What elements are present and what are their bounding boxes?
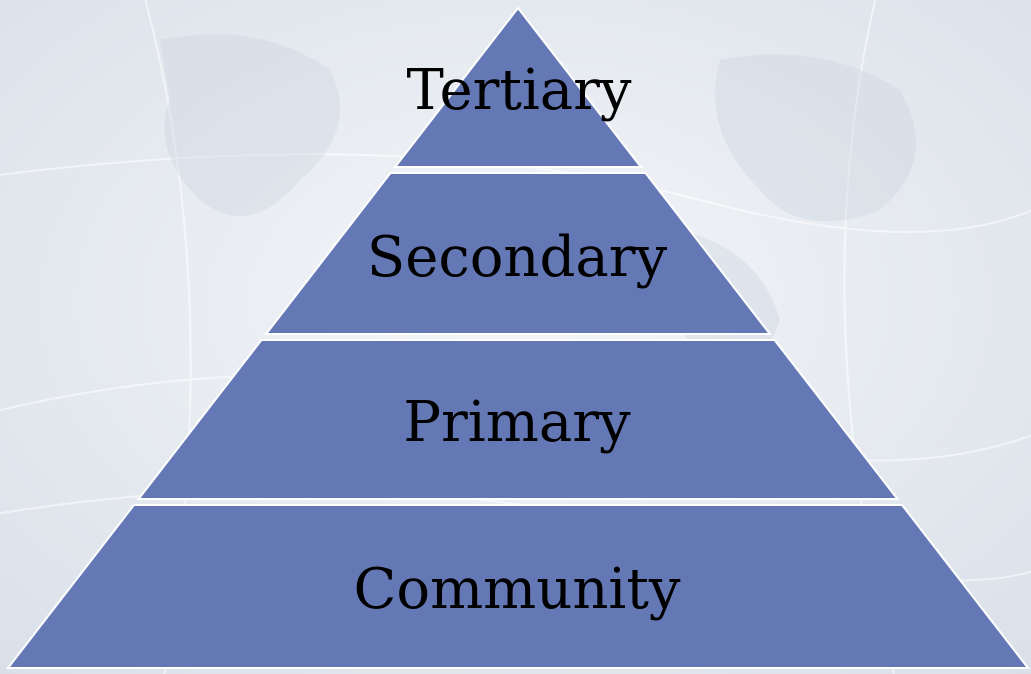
tier-label-tertiary: Tertiary <box>406 58 631 123</box>
tier-label-primary: Primary <box>403 390 631 455</box>
tier-primary <box>136 339 900 500</box>
tier-tertiary <box>393 6 643 168</box>
tier-secondary <box>264 172 772 335</box>
tier-label-community: Community <box>354 557 681 622</box>
pyramid-tiers <box>5 6 1031 669</box>
tier-community <box>5 504 1031 669</box>
tier-label-secondary: Secondary <box>367 225 668 290</box>
